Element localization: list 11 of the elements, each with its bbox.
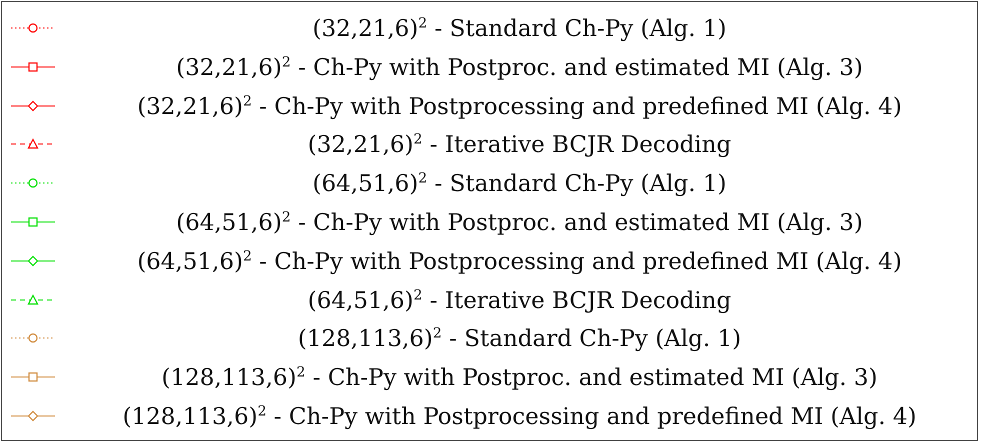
legend-label: (32,21,6)$^{2}$ - Standard Ch-Py (Alg. 1) xyxy=(312,14,728,44)
legend-label: (128,113,6)$^{2}$ - Ch-Py with Postprocessing and predefined MI (Alg. 4) xyxy=(122,402,918,432)
legend-label: (32,21,6)$^{2}$ - Ch-Py with Postprocessing and predefined MI (Alg. 4) xyxy=(136,92,903,122)
legend-label: (64,51,6)$^{2}$ - Ch-Py with Postproc. and estimated MI (Alg. 3) xyxy=(175,208,864,238)
legend-label: (64,51,6)$^{2}$ - Standard Ch-Py (Alg. 1) xyxy=(312,170,728,200)
legend-label: (64,51,6)$^{2}$ - Ch-Py with Postprocessing and predefined MI (Alg. 4) xyxy=(136,247,903,277)
legend-label: (64,51,6)$^{2}$ - Iterative BCJR Decoding xyxy=(306,286,732,316)
legend-label: (32,21,6)$^{2}$ - Ch-Py with Postproc. and estimated MI (Alg. 3) xyxy=(175,53,864,83)
legend-label: (32,21,6)$^{2}$ - Iterative BCJR Decoding xyxy=(306,130,732,160)
legend-label: (128,113,6)$^{2}$ - Standard Ch-Py (Alg. 1) xyxy=(296,324,742,354)
legend-label: (128,113,6)$^{2}$ - Ch-Py with Postproc. and estimated MI (Alg. 3) xyxy=(160,364,879,394)
